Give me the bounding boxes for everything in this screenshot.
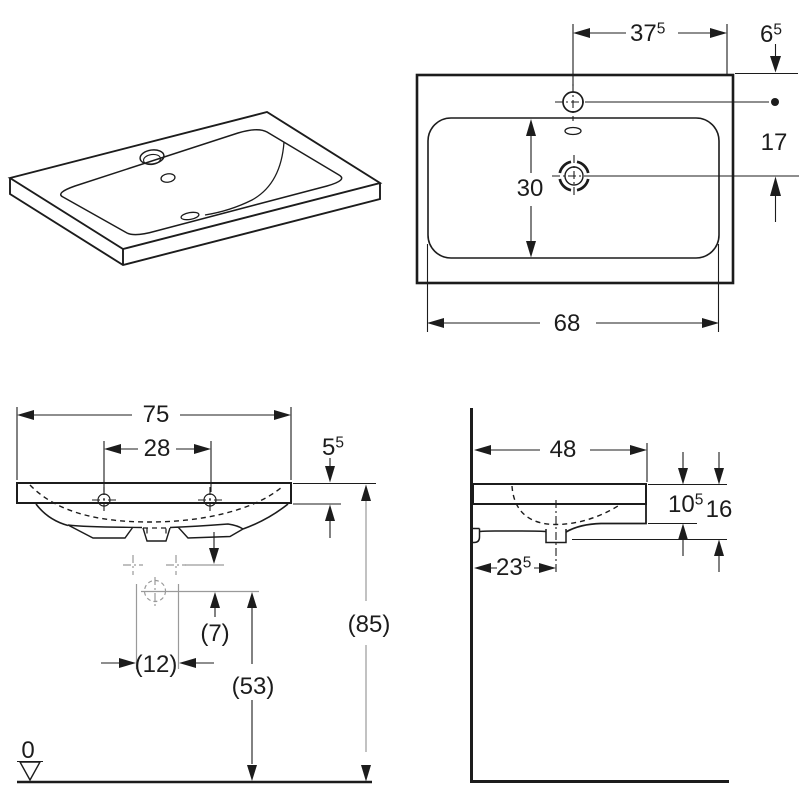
dim-label-5-5: 55 [322,434,344,461]
iso-drain-slot [180,211,200,221]
plan-overflow-slot [564,126,582,136]
dim-basin-front-back: 30 [517,119,544,258]
datum-zero-label: 0 [21,737,34,764]
dim-label-53: (53) [232,673,275,700]
plan-view: 375 65 17 30 68 [415,20,799,337]
dim-label-6-5: 65 [760,21,782,48]
front-basin-hidden-edge [29,484,283,523]
front-rim [16,482,292,504]
datum-triangle [18,761,42,782]
plan-outer-edge [415,73,735,285]
side-view: 48 105 16 235 [470,408,732,783]
iso-slab-sides [9,178,381,267]
dim-overall-width: 75 [16,401,292,480]
side-underside-profile [471,504,647,544]
dim-label-37-5: 375 [630,20,665,47]
dim-top-edge-to-tap: 65 [585,21,798,106]
dim-fixing-to-trap: (7) [200,592,230,647]
dim-label-17: 17 [761,129,788,156]
front-tap-hole-marks [92,487,222,513]
dim-label-30: 30 [517,175,544,202]
front-underside-profile [35,503,289,542]
front-view: 75 28 55 (7) [16,401,391,784]
dim-fixing-spacing: (12) [101,651,214,678]
dim-rim-height: (85) [348,484,391,782]
dim-label-68: 68 [554,310,581,337]
isometric-view [7,110,383,267]
dim-label-48: 48 [550,436,577,463]
dim-rim-thickness: 55 [293,434,376,538]
dim-endpoint-dot [771,98,779,106]
dim-front-edge-heights: 105 16 [572,452,732,572]
iso-tap-hole-inner [143,153,161,166]
dim-label-28: 28 [144,435,171,462]
dim-depth: 48 [474,436,648,482]
dim-label-85: (85) [348,611,391,638]
iso-tap-hole [139,149,165,165]
plan-drain-outlet [552,155,596,198]
dim-label-12: (12) [135,651,178,678]
dim-label-7: (7) [200,620,229,647]
plan-tap-hole [555,84,591,121]
dim-hole-spacing: 28 [103,435,212,492]
fixing-bolt-marks [123,555,186,575]
dim-label-16: 16 [706,496,733,523]
datum-symbol: 0 [17,737,43,782]
dim-basin-width: 68 [426,244,720,337]
iso-basin-rim [60,129,343,236]
side-rim [472,483,647,505]
dim-tap-to-drain: 17 [591,129,799,222]
dim-label-23-5: 235 [496,554,531,581]
iso-basin-wall-curve [204,141,285,216]
side-basin-hidden-edge [511,485,622,526]
front-fixing-references [123,532,259,669]
dim-drain-from-wall: 235 [474,554,556,581]
dim-tap-center-from-right: 375 [572,20,728,86]
iso-overflow-hole [160,173,176,183]
dim-label-75: 75 [143,401,170,428]
dim-trap-height: (53) [232,592,275,781]
dim-label-10-5: 105 [668,491,703,518]
